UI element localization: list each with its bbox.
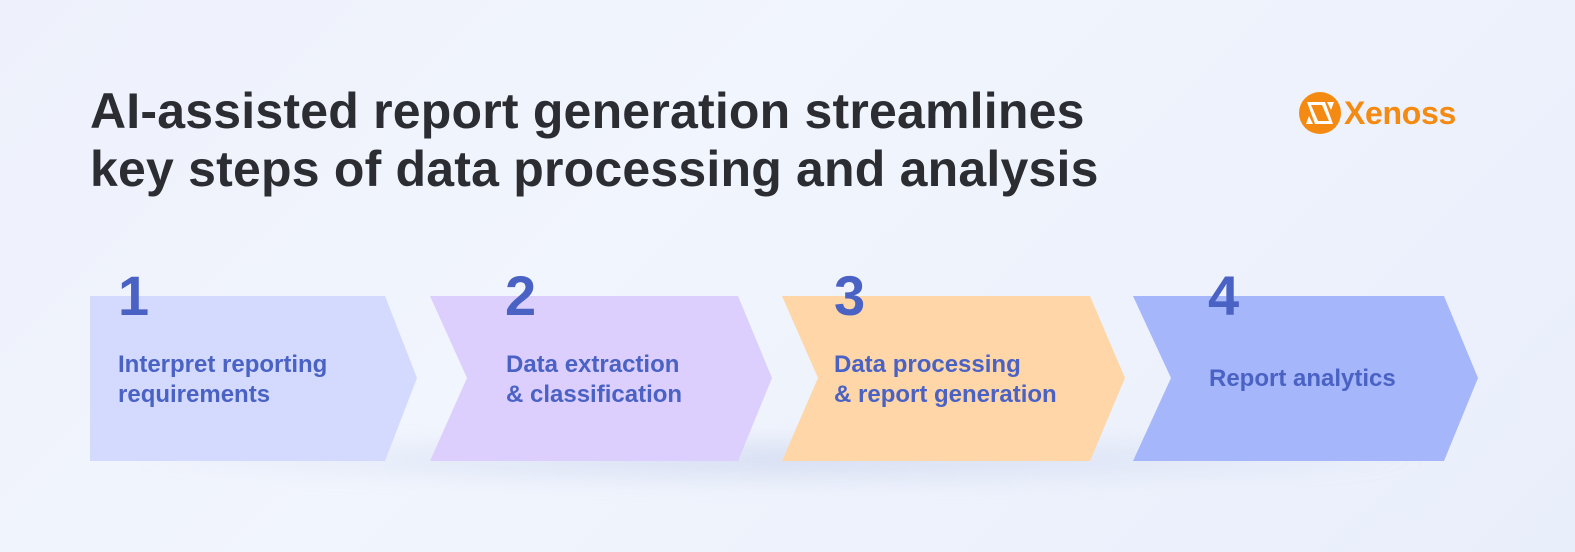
page-title: AI-assisted report generation streamline… bbox=[90, 82, 1099, 198]
step-number: 2 bbox=[505, 264, 537, 327]
step-label-line-1: Report analytics bbox=[1209, 365, 1396, 392]
step-label: Data extraction & classification bbox=[506, 350, 682, 410]
process-step-4: 4 Report analytics bbox=[1133, 266, 1481, 461]
step-label: Report analytics bbox=[1209, 364, 1396, 394]
xenoss-x-mark-icon bbox=[1299, 92, 1341, 134]
title-line-1: AI-assisted report generation streamline… bbox=[90, 83, 1085, 139]
step-number: 4 bbox=[1208, 264, 1240, 327]
chevron-shape-1 bbox=[90, 296, 417, 461]
step-label-line-2: & report generation bbox=[834, 381, 1057, 408]
xenoss-logo: Xenoss bbox=[1298, 91, 1456, 135]
title-line-2: key steps of data processing and analysi… bbox=[90, 141, 1099, 197]
process-step-2: 2 Data extraction & classification bbox=[430, 266, 775, 461]
logo-text: Xenoss bbox=[1344, 94, 1457, 131]
process-step-1: 1 Interpret reporting requirements bbox=[90, 266, 420, 461]
step-number: 1 bbox=[118, 264, 150, 327]
chevron-shape-2 bbox=[430, 296, 772, 461]
step-label: Data processing & report generation bbox=[834, 350, 1057, 410]
step-label-line-2: requirements bbox=[118, 381, 271, 408]
chevron-shape-4 bbox=[1133, 296, 1478, 461]
process-step-3: 3 Data processing & report generation bbox=[782, 266, 1128, 461]
step-label-line-2: & classification bbox=[506, 381, 683, 408]
step-number: 3 bbox=[834, 264, 866, 327]
step-label-line-1: Interpret reporting bbox=[118, 351, 328, 378]
step-label: Interpret reporting requirements bbox=[118, 350, 327, 410]
step-label-line-1: Data processing bbox=[834, 351, 1021, 378]
chevron-shape-3 bbox=[782, 296, 1125, 461]
step-label-line-1: Data extraction bbox=[506, 351, 680, 378]
